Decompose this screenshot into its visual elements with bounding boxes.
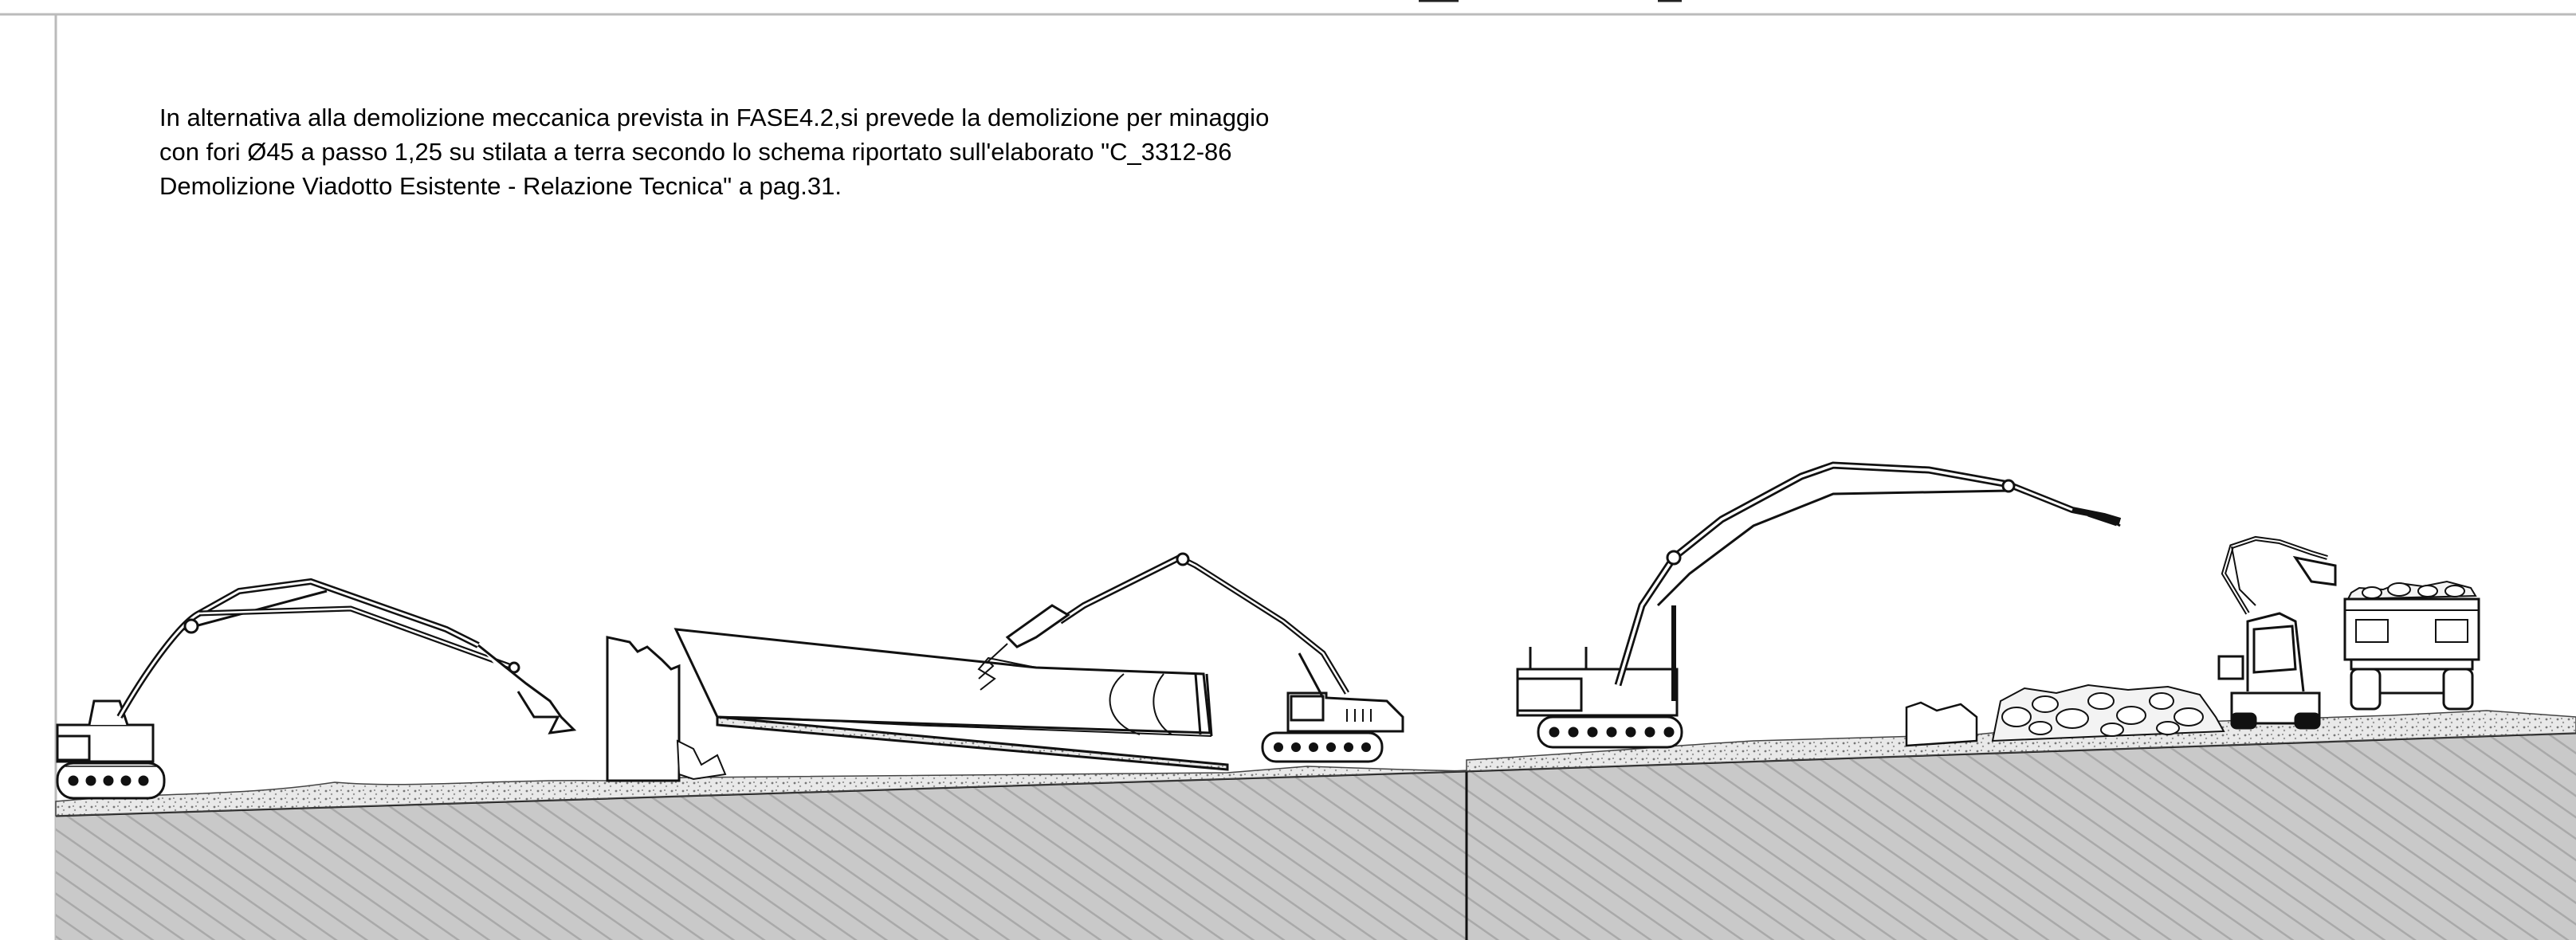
long-reach-excavator-with-breaker [1516, 461, 2122, 749]
note-line-1: In alternativa alla demolizione meccanic… [159, 104, 1270, 131]
rubble-pile [1991, 683, 2225, 742]
loader-excavator [2217, 535, 2337, 730]
note-line-2: con fori Ø45 a passo 1,25 su stilata a t… [159, 138, 1232, 166]
explanatory-note: In alternativa alla demolizione meccanic… [159, 100, 1514, 203]
note-line-3: Demolizione Viadotto Esistente - Relazio… [159, 172, 842, 200]
excavator-with-hammer [978, 552, 1404, 763]
excavator-with-crusher-jaw [56, 578, 577, 800]
collapsed-deck-span [673, 628, 1229, 771]
dump-truck-with-rubble [2343, 580, 2480, 711]
pier-stump [1905, 701, 1978, 747]
demolished-pier [606, 636, 727, 782]
ground-section [55, 710, 2576, 940]
